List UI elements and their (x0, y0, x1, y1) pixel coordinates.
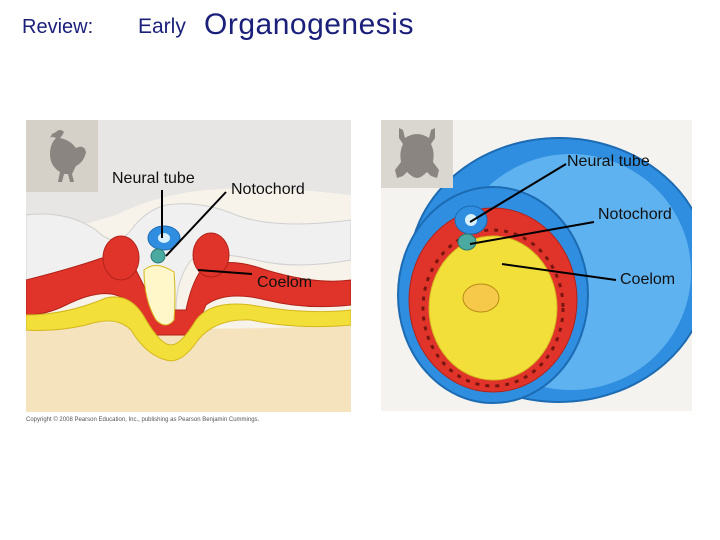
label-neural-tube-left: Neural tube (112, 170, 195, 187)
label-neural-tube-right: Neural tube (567, 153, 650, 170)
chicken-icon (38, 128, 88, 183)
label-coelom-right: Coelom (620, 271, 676, 288)
frog-icon (391, 126, 443, 184)
label-notochord-right: Notochord (598, 206, 672, 223)
copyright-notice: Copyright © 2008 Pearson Education, Inc.… (26, 417, 260, 423)
pointer-notochord-left (165, 191, 227, 257)
title-organogenesis: Organogenesis (204, 8, 414, 41)
pointer-neural-tube-right (469, 163, 567, 223)
pointer-coelom-left (197, 269, 253, 275)
label-notochord-left: Notochord (231, 181, 305, 198)
frog-embryo-panel (381, 120, 710, 411)
title-review: Review: (22, 16, 94, 38)
pointer-notochord-right (469, 221, 595, 245)
pointer-coelom-right (501, 263, 617, 281)
label-coelom-left: Coelom (257, 274, 313, 291)
title-early: Early (138, 15, 186, 38)
